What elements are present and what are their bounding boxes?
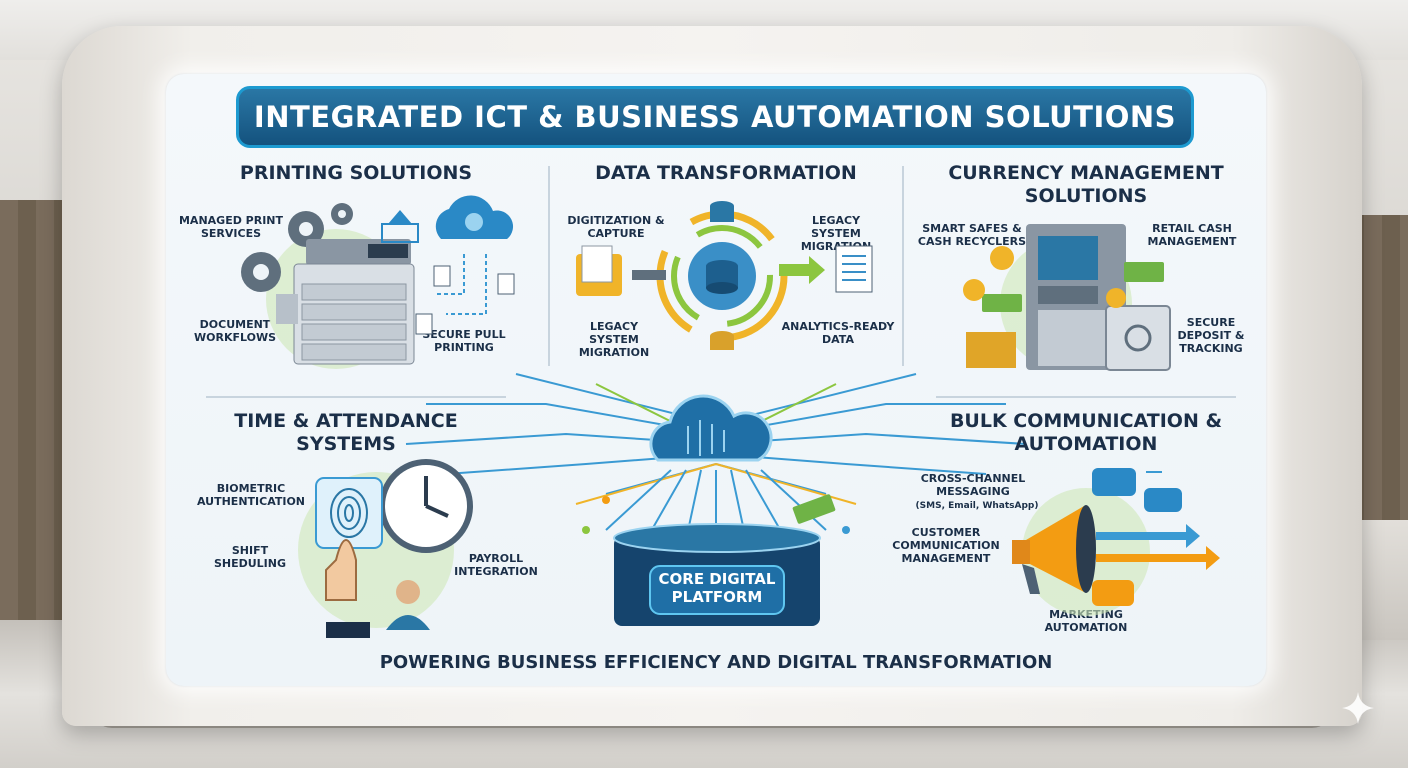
- time-label: BIOMETRIC AUTHENTICATION: [196, 482, 306, 508]
- time-label: PAYROLL INTEGRATION: [454, 552, 538, 578]
- printing-label: SECURE PULL PRINTING: [422, 328, 506, 354]
- core-platform-label: CORE DIGITAL PLATFORM: [658, 570, 776, 606]
- cloud-icon: [435, 195, 514, 239]
- core-platform-base: [613, 523, 821, 626]
- chat-bubble-icon: [1092, 468, 1182, 606]
- sparkle-icon: [1342, 692, 1374, 724]
- divider: [936, 396, 1236, 398]
- printing-label: DOCUMENT WORKFLOWS: [193, 318, 277, 344]
- clock-icon: [379, 459, 473, 553]
- bulk-illustration: [1012, 468, 1220, 616]
- divider: [902, 166, 904, 366]
- database-icon: [706, 260, 738, 294]
- data-title: DATA TRANSFORMATION: [595, 162, 857, 184]
- cash-icon: [982, 262, 1164, 312]
- printing-illustration: [241, 195, 515, 369]
- safe-icon: [1105, 305, 1171, 371]
- cloud-icon: [649, 394, 773, 462]
- currency-illustration: [963, 224, 1171, 371]
- time-illustration: [298, 459, 473, 638]
- bulk-label: CROSS-CHANNEL MESSAGING: [920, 472, 1026, 498]
- fingerprint-icon: [315, 477, 383, 549]
- megaphone-icon: [1012, 505, 1096, 594]
- divider: [206, 396, 506, 398]
- bulk-label: (SMS, Email, WhatsApp): [915, 501, 1039, 511]
- main-title: INTEGRATED ICT & BUSINESS AUTOMATION SOL…: [236, 86, 1194, 148]
- atm-icon: [1026, 224, 1126, 370]
- data-label: LEGACY SYSTEM MIGRATION: [578, 320, 650, 359]
- document-icon: [415, 265, 515, 335]
- data-label: ANALYTICS-READY DATA: [781, 320, 895, 346]
- currency-label: SECURE DEPOSIT & TRACKING: [1177, 316, 1245, 355]
- folder-icon: [576, 245, 622, 296]
- data-label: DIGITIZATION & CAPTURE: [567, 214, 665, 240]
- database-icon: [710, 201, 734, 350]
- divider: [548, 166, 550, 366]
- bulk-label: CUSTOMER COMMUNICATION MANAGEMENT: [892, 526, 1000, 565]
- bulk-title: BULK COMMUNICATION & AUTOMATION: [949, 410, 1223, 455]
- currency-label: SMART SAFES & CASH RECYCLERS: [917, 222, 1027, 248]
- printer-icon: [276, 239, 415, 365]
- currency-label: RETAIL CASH MANAGEMENT: [1147, 222, 1237, 248]
- printing-label: MANAGED PRINT SERVICES: [178, 214, 284, 240]
- data-illustration: [576, 201, 873, 350]
- cloud-icon: [381, 210, 419, 243]
- arrow-icon: [632, 256, 825, 284]
- gear-icon: [241, 203, 353, 292]
- cash-icon: [792, 494, 836, 524]
- infographic-panel: INTEGRATED ICT & BUSINESS AUTOMATION SOL…: [166, 74, 1266, 686]
- arrow-icon: [1096, 471, 1220, 570]
- person-icon: [386, 580, 430, 630]
- time-label: SHIFT SHEDULING: [213, 544, 287, 570]
- footer-tagline: POWERING BUSINESS EFFICIENCY AND DIGITAL…: [379, 652, 1053, 673]
- document-icon: [835, 245, 873, 293]
- currency-title: CURRENCY MANAGEMENT SOLUTIONS: [948, 162, 1224, 207]
- coin-icon: [963, 246, 1126, 368]
- time-title: TIME & ATTENDANCE SYSTEMS: [234, 410, 458, 455]
- printing-title: PRINTING SOLUTIONS: [239, 162, 473, 184]
